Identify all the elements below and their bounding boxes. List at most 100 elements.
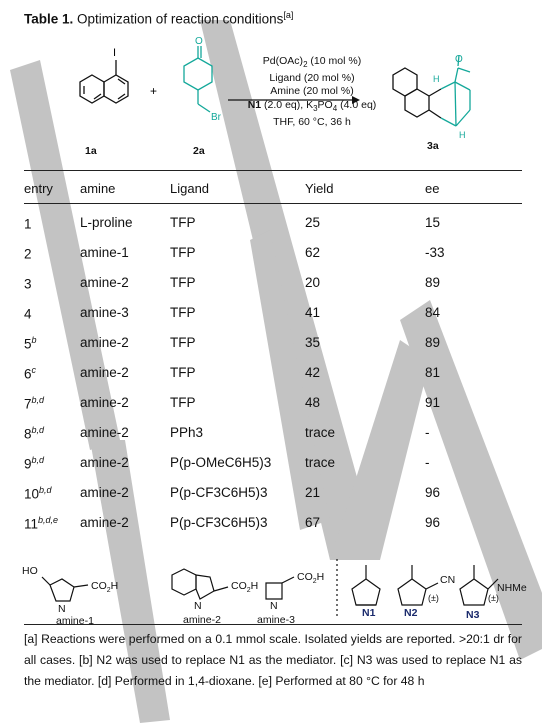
table-row: 9b,d amine-2 P(p-OMeC6H5)3 trace - — [0, 455, 542, 475]
amine2-nh: N — [194, 600, 202, 612]
svg-text:+: + — [150, 84, 157, 98]
cell-amine: amine-2 — [80, 515, 129, 530]
table-bottom-rule — [24, 624, 522, 625]
structures-panel — [41, 559, 499, 617]
cell-amine: amine-1 — [80, 245, 129, 260]
svg-text:Br: Br — [211, 112, 222, 123]
header-yield: Yield — [305, 181, 334, 196]
cell-amine: amine-2 — [80, 395, 129, 410]
cell-amine: amine-2 — [80, 425, 129, 440]
n2-label: N2 — [404, 607, 418, 619]
cell-ee: 96 — [425, 485, 441, 500]
n1-label: N1 — [362, 607, 376, 619]
header-ee: ee — [425, 181, 440, 196]
amine-3-label: amine-3 — [257, 614, 295, 626]
cell-ee: - — [425, 425, 430, 440]
cell-yield: trace — [305, 425, 336, 440]
co2h-label-1: CO2H — [91, 580, 119, 595]
cell-entry: 4 — [24, 306, 32, 322]
footnote: [a] Reactions were performed on a 0.1 mm… — [24, 632, 522, 688]
cell-entry: 3 — [24, 276, 32, 292]
svg-text:O: O — [455, 54, 463, 65]
table-row: 10b,d amine-2 P(p-CF3C6H5)3 21 96 — [0, 485, 542, 505]
cell-ee: - — [425, 455, 430, 470]
label-2a: 2a — [193, 145, 205, 157]
cyclohexanone-structure — [183, 46, 213, 113]
cell-ligand: P(p-OMeC6H5)3 — [170, 455, 272, 470]
product-structure — [392, 67, 442, 119]
cn-label: CN — [440, 574, 456, 586]
svg-text:I: I — [113, 47, 116, 59]
cell-amine: amine-2 — [80, 455, 129, 470]
cell-ligand: TFP — [170, 395, 196, 410]
cell-amine: amine-3 — [80, 305, 129, 320]
cell-ee: 89 — [425, 275, 441, 290]
cell-entry: 10b,d — [24, 485, 52, 502]
cell-amine: amine-2 — [80, 335, 129, 350]
cell-ee: 15 — [425, 215, 441, 230]
table-row: 8b,d amine-2 PPh3 trace - — [0, 425, 542, 445]
table-row: 11b,d,e amine-2 P(p-CF3C6H5)3 67 96 — [0, 515, 542, 535]
header-ligand: Ligand — [170, 181, 210, 196]
table-row: 5b amine-2 TFP 35 89 — [0, 335, 542, 355]
cell-ligand: TFP — [170, 305, 196, 320]
cell-ligand: TFP — [170, 275, 196, 290]
cell-yield: 62 — [305, 245, 321, 260]
cell-yield: 67 — [305, 515, 321, 530]
header-amine: amine — [80, 181, 116, 196]
cell-entry: 2 — [24, 246, 32, 262]
cell-amine: amine-2 — [80, 485, 129, 500]
co2h-label-2: CO2H — [231, 580, 259, 595]
cell-ligand: P(p-CF3C6H5)3 — [170, 485, 268, 500]
n2-racemic: (±) — [428, 593, 439, 603]
ho-label: HO — [22, 565, 38, 577]
cell-yield: 42 — [305, 365, 321, 380]
co2h-label-3: CO2H — [297, 571, 325, 586]
cell-ee: 84 — [425, 305, 441, 320]
cell-ligand: PPh3 — [170, 425, 204, 440]
cell-yield: 35 — [305, 335, 321, 350]
table-row: 4 amine-3 TFP 41 84 — [0, 305, 542, 325]
amine1-nh: N — [58, 603, 66, 615]
cell-amine: amine-2 — [80, 365, 129, 380]
cell-entry: 1 — [24, 216, 32, 232]
cell-ee: 81 — [425, 365, 441, 380]
svg-text:O: O — [195, 36, 203, 47]
n3-racemic: (±) — [488, 593, 499, 603]
table-top-rule — [24, 170, 522, 171]
cell-amine: amine-2 — [80, 275, 129, 290]
svg-text:H: H — [433, 74, 440, 84]
cell-yield: 41 — [305, 305, 321, 320]
cell-yield: 48 — [305, 395, 321, 410]
naphthalene-structure — [79, 60, 129, 104]
amine-1-label: amine-1 — [56, 615, 94, 627]
cell-entry: 7b,d — [24, 395, 45, 412]
n3-label: N3 — [466, 609, 480, 621]
cell-ee: 89 — [425, 335, 441, 350]
reaction-scheme: I + O Br O H H — [79, 36, 471, 140]
cell-ee: 96 — [425, 515, 441, 530]
cell-entry: 8b,d — [24, 425, 45, 442]
cell-entry: 5b — [24, 335, 37, 352]
nhme-label: NHMe — [497, 582, 527, 594]
cell-yield: 20 — [305, 275, 321, 290]
svg-text:H: H — [459, 130, 466, 140]
cell-yield: trace — [305, 455, 336, 470]
amine-2-label: amine-2 — [183, 614, 221, 626]
table-header-rule — [24, 203, 522, 204]
cell-yield: 21 — [305, 485, 321, 500]
cell-amine: L-proline — [80, 215, 133, 230]
cell-entry: 11b,d,e — [24, 515, 59, 532]
cell-entry: 9b,d — [24, 455, 45, 472]
cell-ee: 91 — [425, 395, 441, 410]
header-entry: entry — [24, 181, 53, 196]
cell-ligand: P(p-CF3C6H5)3 — [170, 515, 268, 530]
table-title: Table 1. Optimization of reaction condit… — [24, 10, 294, 27]
table-row: 3 amine-2 TFP 20 89 — [0, 275, 542, 295]
label-1a: 1a — [85, 145, 97, 157]
cell-ligand: TFP — [170, 335, 196, 350]
cell-ligand: TFP — [170, 215, 196, 230]
